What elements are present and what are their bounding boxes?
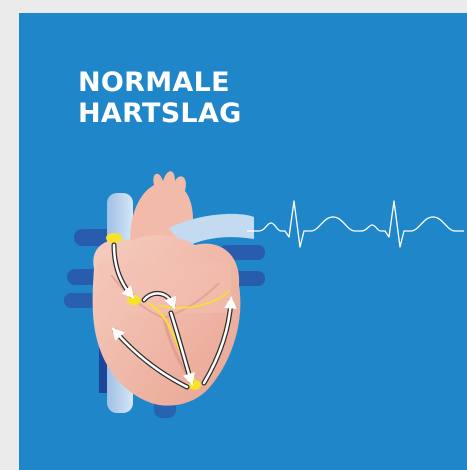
heart-diagram [19, 13, 467, 470]
sinus-node [106, 233, 122, 243]
illustration-panel: NORMALE HARTSLAG [19, 13, 467, 470]
ecg-trace [247, 201, 464, 247]
